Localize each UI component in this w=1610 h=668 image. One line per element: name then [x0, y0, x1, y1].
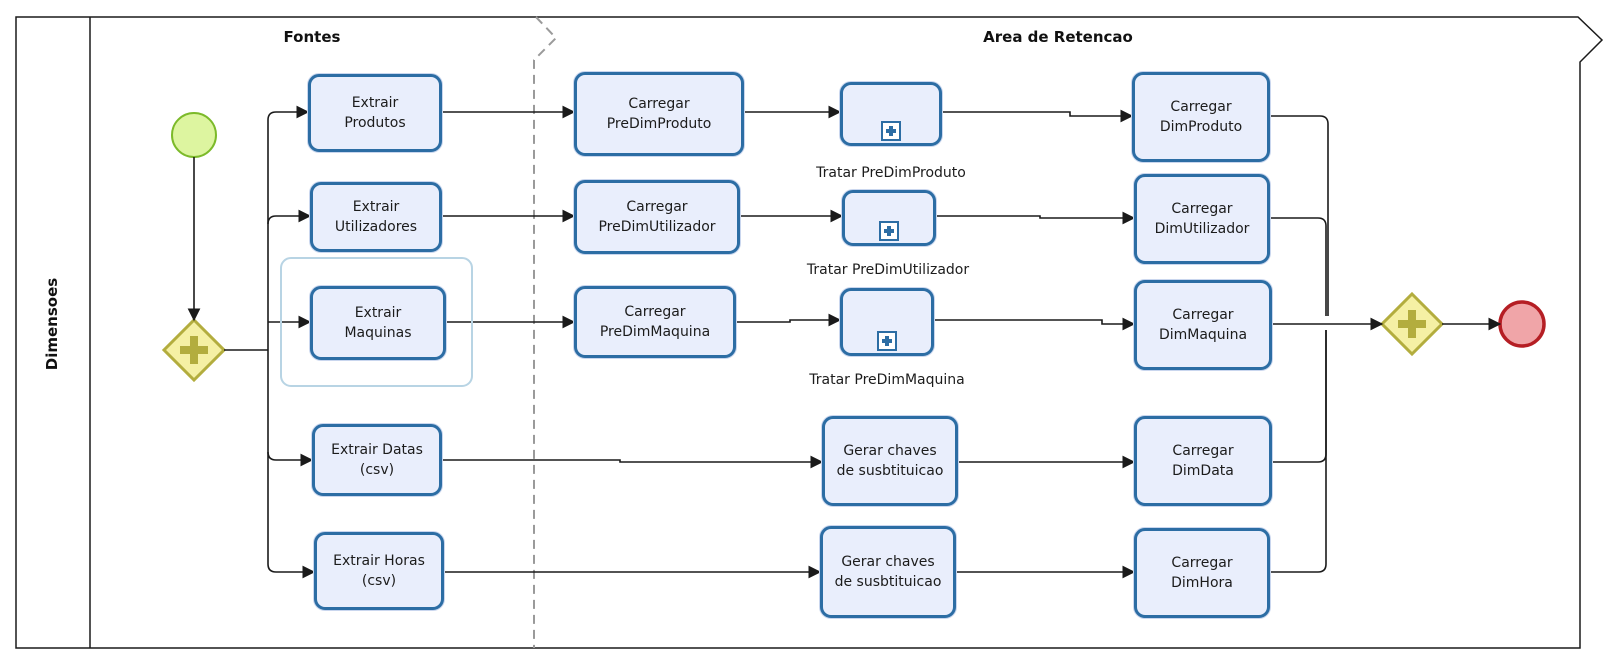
flow-tratar-to-dimutilizador — [936, 211, 1136, 225]
task-carregar-dimproduto[interactable]: Carregar DimProduto — [1132, 72, 1270, 162]
task-carregar-predimmaquina[interactable]: Carregar PreDimMaquina — [574, 286, 736, 358]
subprocess-label-tratar-predimutilizador: Tratar PreDimUtilizador — [806, 262, 970, 278]
task-extrair-datas[interactable]: Extrair Datas (csv) — [312, 424, 442, 496]
flow-predimmaquina-to-tratar — [736, 313, 842, 327]
flow-split-datas — [267, 451, 314, 467]
flow-datas-to-gerar — [442, 455, 824, 469]
flow-split-horas — [267, 563, 316, 579]
parallel-gateway-split — [161, 317, 227, 383]
subprocess-tratar-predimutilizador[interactable] — [842, 190, 936, 246]
subprocess-label-tratar-predimproduto: Tratar PreDimProduto — [816, 165, 966, 181]
task-carregar-dimmaquina[interactable]: Carregar DimMaquina — [1134, 280, 1272, 370]
flow-tratar-to-dimproduto — [942, 109, 1134, 123]
pool-border — [15, 16, 1604, 649]
subprocess-tratar-predimproduto[interactable] — [840, 82, 942, 146]
flow-split-utilizadores — [267, 209, 312, 225]
start-event — [171, 112, 217, 158]
subprocess-label-tratar-predimmaquina: Tratar PreDimMaquina — [809, 372, 965, 388]
expand-plus-icon[interactable] — [881, 121, 901, 141]
task-carregar-dimhora[interactable]: Carregar DimHora — [1134, 528, 1270, 618]
task-extrair-utilizadores[interactable]: Extrair Utilizadores — [310, 182, 442, 252]
flow-dimdata-to-join — [1272, 330, 1327, 463]
parallel-gateway-join — [1379, 291, 1445, 357]
flow-dimproduto-to-join — [1270, 115, 1329, 316]
flow-dimhora-to-join — [1270, 330, 1327, 573]
pool-title: Dimensoes — [43, 277, 61, 371]
task-extrair-horas[interactable]: Extrair Horas (csv) — [314, 532, 444, 610]
lane-title-area-de-retencao: Area de Retencao — [983, 28, 1133, 46]
end-event — [1498, 300, 1546, 348]
task-extrair-produtos[interactable]: Extrair Produtos — [308, 74, 442, 152]
flow-dimutilizador-to-join — [1270, 217, 1327, 316]
task-carregar-dimdata[interactable]: Carregar DimData — [1134, 416, 1272, 506]
task-carregar-dimutilizador[interactable]: Carregar DimUtilizador — [1134, 174, 1270, 264]
task-carregar-predimutilizador[interactable]: Carregar PreDimUtilizador — [574, 180, 740, 254]
flow-split-produtos — [267, 105, 310, 121]
selection-highlight — [280, 257, 473, 387]
subprocess-tratar-predimmaquina[interactable] — [840, 288, 934, 356]
task-extrair-maquinas[interactable]: Extrair Maquinas — [310, 286, 446, 360]
task-gerar-chaves-datas[interactable]: Gerar chaves de susbtituicao — [822, 416, 958, 506]
sequence-flows — [187, 105, 1502, 579]
flow-tratar-to-dimmaquina — [934, 317, 1136, 331]
expand-plus-icon[interactable] — [877, 331, 897, 351]
expand-plus-icon[interactable] — [879, 221, 899, 241]
task-carregar-predimproduto[interactable]: Carregar PreDimProduto — [574, 72, 744, 156]
lane-title-fontes: Fontes — [283, 28, 341, 46]
task-gerar-chaves-horas[interactable]: Gerar chaves de susbtituicao — [820, 526, 956, 618]
